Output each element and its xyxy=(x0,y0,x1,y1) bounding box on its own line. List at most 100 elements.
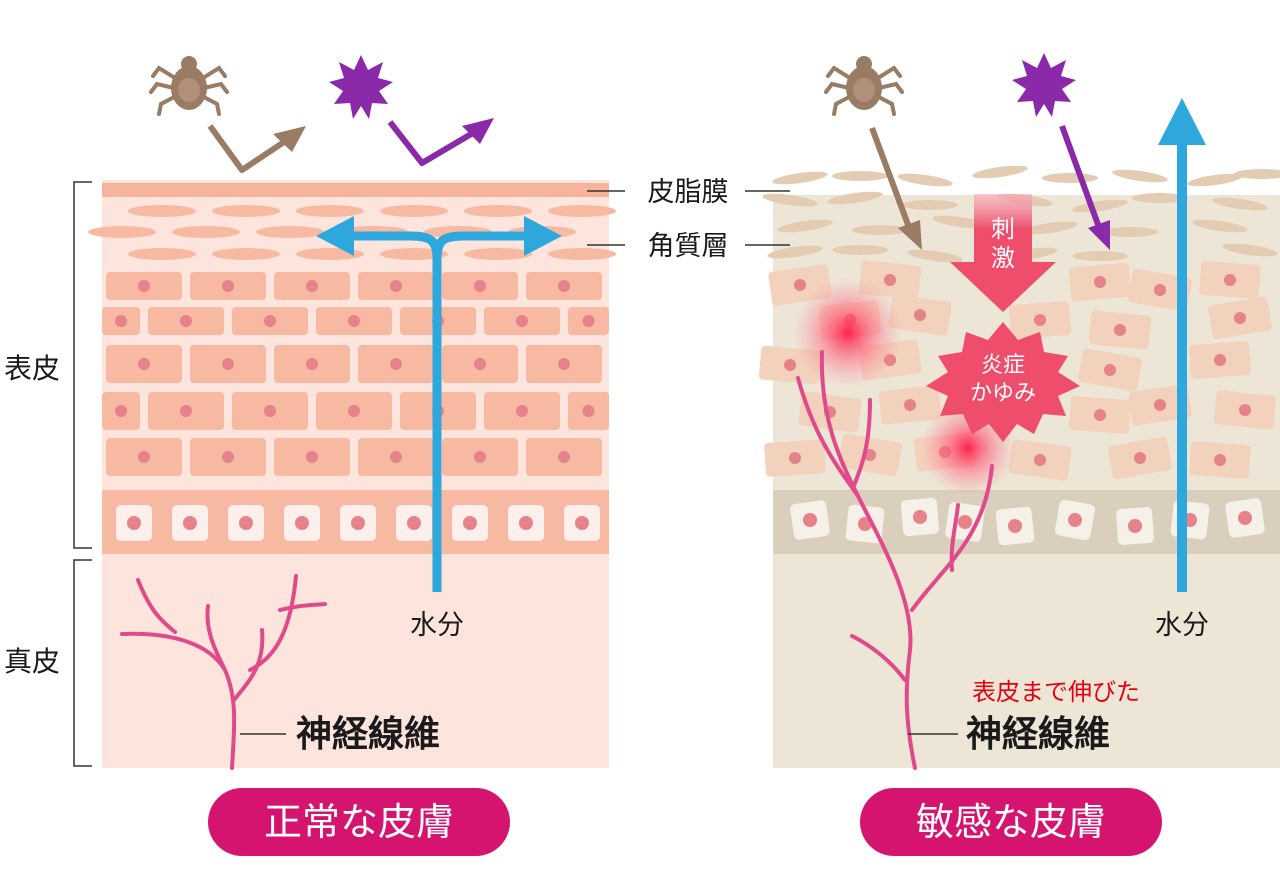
cell-nucleus xyxy=(516,405,528,417)
normal-skin-title-text: 正常な皮膚 xyxy=(264,800,454,844)
stimulus-arrow: 刺 激 xyxy=(950,194,1056,312)
sebum-layer-left xyxy=(102,183,609,197)
epidermis-cells-left xyxy=(102,272,609,476)
cell-nucleus xyxy=(295,516,309,530)
sensitive-skin-panel: 刺 激 炎症 かゆみ xyxy=(758,53,1280,770)
cell-nucleus xyxy=(582,315,595,327)
cell-nucleus xyxy=(138,280,150,292)
cell-nucleus xyxy=(914,309,926,321)
corneum-scale xyxy=(907,249,963,263)
corneum-scale xyxy=(832,245,888,255)
cell-nucleus xyxy=(474,358,486,370)
nerve-fiber-left xyxy=(120,574,327,770)
cell-nucleus xyxy=(1128,519,1142,533)
basal-cells-left xyxy=(116,505,600,541)
cell-nucleus xyxy=(784,359,796,371)
cell-nucleus xyxy=(1034,454,1046,466)
sensitive-skin-title: 敏感な皮膚 xyxy=(860,788,1162,856)
normal-skin-panel xyxy=(88,54,616,770)
water-arrow-right xyxy=(1158,98,1206,592)
cell-nucleus xyxy=(582,405,595,417)
cell-nucleus xyxy=(306,280,318,292)
mite-icon xyxy=(824,54,904,116)
cell-nucleus xyxy=(180,405,192,417)
corneum-scale xyxy=(762,193,818,207)
cell-nucleus xyxy=(222,280,234,292)
corneum-scale xyxy=(464,248,532,260)
cell-nucleus xyxy=(348,315,360,327)
mite-icon xyxy=(149,54,229,116)
cell-nucleus xyxy=(1234,312,1246,324)
cell-nucleus xyxy=(913,510,927,524)
cell-nucleus xyxy=(348,405,360,417)
cell-nucleus xyxy=(222,451,234,463)
normal-skin-title: 正常な皮膚 xyxy=(208,788,510,856)
corneum-scale xyxy=(772,171,828,185)
cell-nucleus xyxy=(390,358,402,370)
basal-cells-right xyxy=(790,497,1265,546)
penetrate-arrow-uv-right xyxy=(1059,124,1110,250)
corneum-scale xyxy=(827,191,883,205)
cell-nucleus xyxy=(1238,511,1252,525)
corneum-scale xyxy=(1072,251,1128,261)
cell-nucleus xyxy=(264,405,276,417)
moisture-label-left: 水分 xyxy=(410,610,464,641)
dermis-label: 真皮 xyxy=(4,645,60,678)
cell-nucleus xyxy=(474,451,486,463)
corneum-scale xyxy=(1042,173,1098,183)
nerve-fiber-right xyxy=(796,350,994,770)
cell-nucleus xyxy=(390,451,402,463)
stimulus-label-2: 激 xyxy=(991,244,1015,272)
cell-nucleus xyxy=(115,315,127,327)
sebum-membrane-label: 皮脂膜 xyxy=(648,177,729,208)
cell-nucleus xyxy=(558,451,570,463)
cell-nucleus xyxy=(264,315,276,327)
cell-nucleus xyxy=(803,513,817,527)
cell-nucleus xyxy=(222,358,234,370)
cell-nucleus xyxy=(558,280,570,292)
cell-nucleus xyxy=(794,279,806,291)
corneum-scale xyxy=(212,205,280,217)
cell-nucleus xyxy=(1154,284,1166,296)
epidermis-bracket xyxy=(73,181,92,549)
corneum-scale xyxy=(1234,169,1280,179)
corneum-scale xyxy=(832,171,888,181)
inflammation-label-1: 炎症 xyxy=(981,353,1025,378)
nerve-fiber-label-left: 神経線維 xyxy=(296,714,440,755)
cell-nucleus xyxy=(1134,452,1146,464)
extended-note: 表皮まで伸びた xyxy=(972,678,1140,706)
cell-nucleus xyxy=(390,280,402,292)
inflammation-glow xyxy=(793,278,903,388)
corneum-scale xyxy=(88,226,156,238)
corneum-scale xyxy=(902,200,958,210)
inflammation-label-2: かゆみ xyxy=(970,381,1036,406)
cell-nucleus xyxy=(180,315,192,327)
cell-nucleus xyxy=(1154,399,1166,411)
reflect-arrow-uv-left xyxy=(387,118,494,166)
corneum-scale xyxy=(932,215,988,229)
water-arrow-left xyxy=(316,216,562,592)
cell-nucleus xyxy=(127,516,141,530)
corneum-scale xyxy=(1222,243,1278,257)
corneum-scale xyxy=(256,226,324,238)
cell-nucleus xyxy=(1114,324,1126,336)
stimulus-label-1: 刺 xyxy=(991,215,1015,243)
corneum-scale xyxy=(548,248,616,260)
cell-nucleus xyxy=(1068,513,1082,527)
cell-nucleus xyxy=(575,516,589,530)
corneum-scale xyxy=(464,205,532,217)
cell-nucleus xyxy=(115,405,127,417)
uv-icon xyxy=(1012,53,1076,117)
cell-nucleus xyxy=(239,516,253,530)
corneum-scale xyxy=(380,248,448,260)
cell-nucleus xyxy=(1214,454,1226,466)
uv-icon xyxy=(329,55,393,119)
corneum-scale xyxy=(1132,193,1188,203)
cell-nucleus xyxy=(516,315,528,327)
corneum-scale xyxy=(1072,199,1128,213)
corneum-scale xyxy=(777,219,833,233)
cell-nucleus xyxy=(1104,364,1116,376)
corneum-scale xyxy=(128,248,196,260)
corneum-scale xyxy=(1022,221,1078,235)
cell-nucleus xyxy=(474,280,486,292)
